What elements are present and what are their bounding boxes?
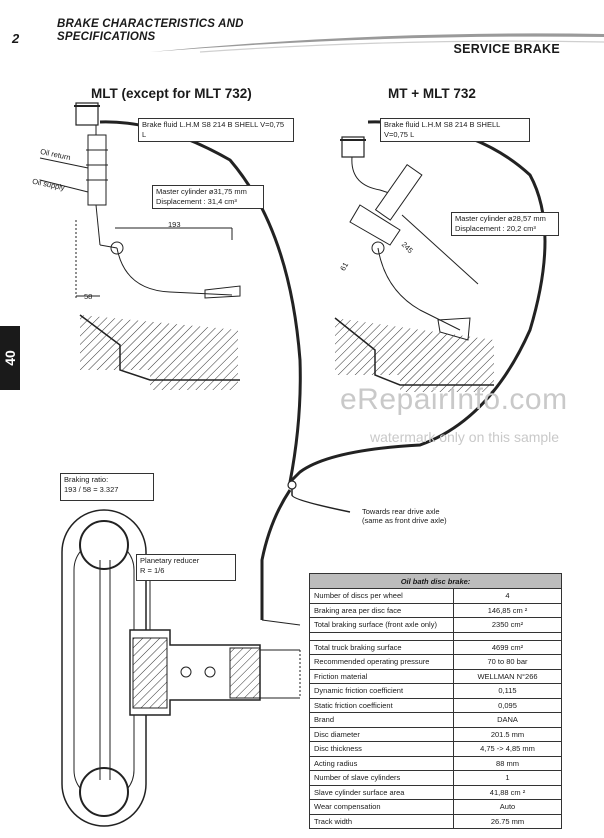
spec-label: Number of slave cylinders [309,770,454,786]
spec-value: Auto [453,799,562,815]
spec-value: 4,75 -> 4,85 mm [453,741,562,757]
watermark-brand: eRepairInfo.com [340,383,568,416]
braking-ratio-box: Braking ratio: 193 / 58 = 3.327 [60,473,154,501]
chapter-tab: 40 [0,326,20,390]
spec-label: Wear compensation [309,799,454,815]
spec-value: WELLMAN N°266 [453,668,562,684]
spec-label: Total braking surface (front axle only) [309,617,454,633]
spec-label: Dynamic friction coefficient [309,683,454,699]
page-title-line1: BRAKE CHARACTERISTICS AND [57,18,244,30]
right-master-cylinder-line1: Master cylinder ø28,57 mm [455,214,546,223]
table-row: Total braking surface (front axle only)2… [309,617,562,633]
spec-table: Oil bath disc brake: Number of discs per… [309,573,562,829]
spec-value: 201.5 mm [453,726,562,742]
page-title-line2: SPECIFICATIONS [57,31,156,43]
spec-label: Slave cylinder surface area [309,784,454,800]
disc-pack [229,647,261,699]
spec-label: Recommended operating pressure [309,654,454,670]
right-brake-pipe [288,120,547,484]
right-master-cylinder-line2: Displacement : 20,2 cm³ [455,224,536,233]
watermark-notice: watermark only on this sample [370,429,560,445]
spec-value: 41,88 cm ² [453,784,562,800]
spec-label: Disc thickness [309,741,454,757]
right-master-cylinder-label: Master cylinder ø28,57 mm Displacement :… [451,212,559,236]
spec-label: Braking area per disc face [309,602,454,618]
table-spacer-row [309,631,562,641]
spec-value: 1 [453,770,562,786]
spec-label: Number of discs per wheel [309,588,454,604]
left-brake-pipe [99,120,302,483]
right-reservoir [341,136,365,158]
spec-value: 88 mm [453,755,562,771]
planetary-reducer-line1: Planetary reducer [140,556,200,565]
spec-table-header: Oil bath disc brake: [309,573,562,589]
spec-table-header-row: Oil bath disc brake: [309,573,562,589]
spec-value: 4 [453,588,562,604]
spec-label: Track width [309,813,454,829]
braking-ratio-line1: Braking ratio: [64,475,109,484]
spec-label: Brand [309,712,454,728]
header-swoosh [150,33,604,53]
dimension-58: 58 [84,292,93,301]
spec-value: 2350 cm² [453,617,562,633]
page-title: BRAKE CHARACTERISTICS AND SPECIFICATIONS [57,18,244,44]
axle-brake-pipe [260,489,292,620]
rear-axle-note-line1: Towards rear drive axle [362,507,440,516]
right-floor [335,318,494,392]
rear-axle-note-line2: (same as front drive axle) [362,516,447,525]
section-title: SERVICE BRAKE [453,42,560,56]
left-master-cylinder [87,134,107,206]
spec-value: 0,115 [453,683,562,699]
left-master-cylinder-line1: Master cylinder ø31,75 mm [156,187,247,196]
left-floor [80,315,238,390]
left-reservoir [75,102,99,126]
spec-label: Disc diameter [309,726,454,742]
spec-label: Static friction coefficient [309,697,454,713]
left-brake-fluid-label: Brake fluid L.H.M S8 214 B SHELL V=0,75 … [138,118,294,142]
page-number: 2 [12,31,20,46]
left-master-cylinder-line2: Displacement : 31,4 cm³ [156,197,237,206]
left-pedal-arm [116,247,233,296]
spec-value: 0,095 [453,697,562,713]
planetary-reducer-line2: R = 1/6 [140,566,165,575]
spec-label: Acting radius [309,755,454,771]
spec-label: Friction material [309,668,454,684]
spec-value: 146,85 cm ² [453,602,562,618]
right-pedal-arm [377,247,461,331]
right-diagram-heading: MT + MLT 732 [388,86,476,101]
rear-axle-note: Towards rear drive axle (same as front d… [362,507,447,525]
spec-label: Total truck braking surface [309,639,454,655]
dimension-193: 193 [168,220,181,229]
left-pedal-pivot [110,241,124,255]
left-master-cylinder-label: Master cylinder ø31,75 mm Displacement :… [152,185,264,209]
spec-value: DANA [453,712,562,728]
left-diagram-heading: MLT (except for MLT 732) [91,86,252,101]
braking-ratio-line2: 193 / 58 = 3.327 [64,485,119,494]
planetary-reducer-box: Planetary reducer R = 1/6 [136,554,236,581]
right-master-cylinder [374,164,423,221]
spec-value: 4699 cm² [453,639,562,655]
pipe-junction [287,480,297,490]
right-brake-fluid-label: Brake fluid L.H.M S8 214 B SHELL V=0,75 … [380,118,530,142]
right-pedal-pivot [371,241,385,255]
spec-value: 70 to 80 bar [453,654,562,670]
spec-value: 26.75 mm [453,813,562,829]
